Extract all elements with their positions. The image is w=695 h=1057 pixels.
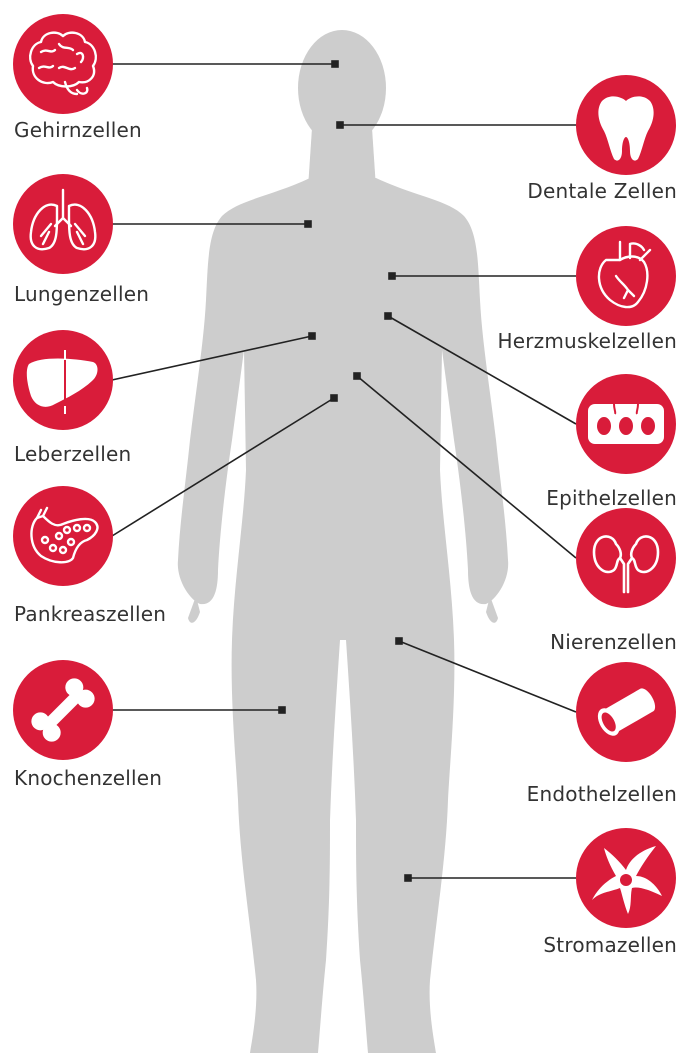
liver-icon [13, 330, 113, 430]
label-kidney: Nierenzellen [550, 630, 677, 654]
label-epithel: Epithelzellen [546, 486, 677, 510]
tooth-icon [576, 75, 676, 175]
kidneys-icon [576, 508, 676, 608]
label-bone: Knochenzellen [14, 766, 162, 790]
brain-icon [13, 14, 113, 114]
heart-icon [576, 226, 676, 326]
label-endothel: Endothelzellen [527, 782, 677, 806]
epithelium-icon [576, 374, 676, 474]
label-stroma: Stromazellen [543, 933, 677, 957]
label-liver: Leberzellen [14, 442, 131, 466]
human-body-silhouette [178, 30, 508, 1053]
label-brain: Gehirnzellen [14, 118, 142, 142]
label-heart: Herzmuskelzellen [498, 329, 677, 353]
lungs-icon [13, 174, 113, 274]
label-pancreas: Pankreaszellen [14, 602, 166, 626]
vessel-icon [576, 662, 676, 762]
pancreas-icon [13, 486, 113, 586]
label-lung: Lungenzellen [14, 282, 149, 306]
bone-icon [13, 660, 113, 760]
stromal-cell-icon [576, 828, 676, 928]
label-tooth: Dentale Zellen [527, 179, 677, 203]
